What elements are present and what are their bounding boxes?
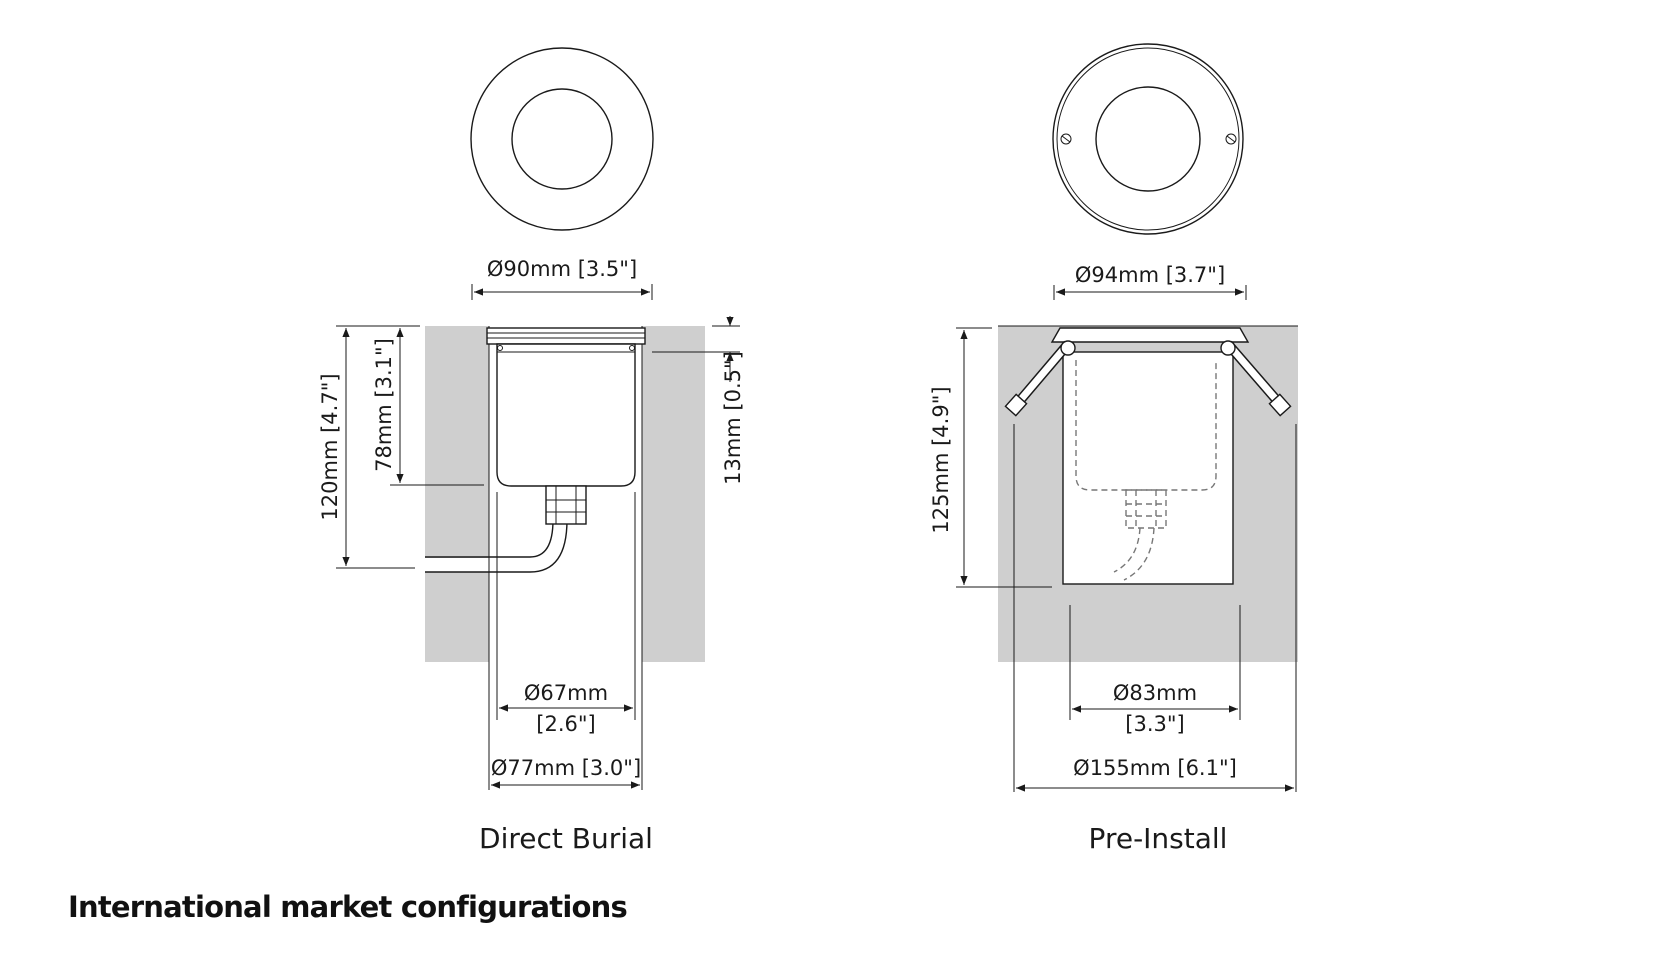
pre-install-anchor-bolts: [1004, 340, 1292, 417]
direct-burial-flange-depth-label: 13mm [0.5"]: [721, 351, 745, 485]
section-title: International market configurations: [68, 890, 628, 924]
pre-install-top-dimension: Ø94mm [3.7"]: [1053, 263, 1247, 300]
direct-burial-total-height-label: 120mm [4.7"]: [318, 373, 342, 520]
direct-burial-top-view: [470, 47, 654, 231]
direct-burial-top-diameter-label: Ø90mm [3.5"]: [487, 257, 637, 281]
pre-install-drawing: Ø94mm [3.7"]: [929, 43, 1298, 855]
direct-burial-caption: Direct Burial: [479, 822, 653, 855]
direct-burial-top-dimension: Ø90mm [3.5"]: [471, 257, 653, 300]
direct-burial-hole-diameter-label: Ø77mm [3.0"]: [491, 756, 641, 780]
pre-install-caption: Pre-Install: [1089, 822, 1228, 855]
direct-burial-body-diameter-mm: Ø67mm: [524, 681, 608, 705]
direct-burial-drawing: Ø90mm [3.5"]: [318, 47, 745, 855]
pre-install-total-height-label: 125mm [4.9"]: [929, 386, 953, 533]
pre-install-sleeve: [1062, 351, 1234, 585]
pre-install-top-view: [1052, 43, 1244, 235]
direct-burial-body-height-label: 78mm [3.1"]: [372, 338, 396, 472]
direct-burial-body-diameter-in: [2.6"]: [536, 712, 595, 736]
pre-install-hole-diameter-label: Ø155mm [6.1"]: [1073, 756, 1237, 780]
pre-install-sleeve-diameter-mm: Ø83mm: [1113, 681, 1197, 705]
direct-burial-fixture: [486, 327, 646, 525]
pre-install-top-diameter-label: Ø94mm [3.7"]: [1075, 263, 1225, 287]
pre-install-sleeve-diameter-in: [3.3"]: [1125, 712, 1184, 736]
pre-install-hidden-fixture: [1075, 360, 1217, 581]
